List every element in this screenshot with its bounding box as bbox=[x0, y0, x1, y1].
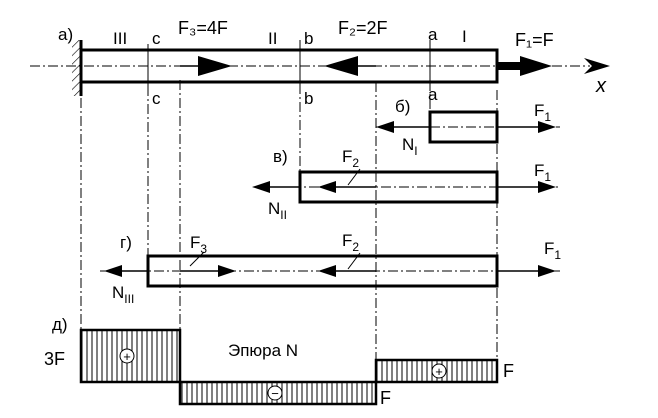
n3-arrow bbox=[104, 265, 122, 277]
section-c-bottom: c bbox=[152, 89, 161, 108]
f1-arrow bbox=[497, 56, 552, 76]
projection-lines bbox=[80, 45, 498, 360]
support-hatching bbox=[72, 40, 81, 96]
normal-force-diagram bbox=[79, 328, 499, 406]
f2-arrow bbox=[324, 56, 358, 76]
f2-label-g: F2 bbox=[342, 231, 359, 254]
panel-d-label: д) bbox=[52, 315, 68, 334]
n1-label: NI bbox=[402, 135, 418, 158]
segment-v bbox=[252, 168, 560, 204]
section-b-top: b bbox=[304, 29, 313, 48]
f1-label-g: F1 bbox=[544, 239, 561, 262]
plus-sign-2: + bbox=[435, 364, 443, 379]
panel-b-label: б) bbox=[395, 97, 410, 116]
f1-label-b: F1 bbox=[534, 101, 551, 124]
section-c-top: c bbox=[152, 29, 161, 48]
n3-label: NIII bbox=[112, 283, 134, 306]
segment-b bbox=[376, 110, 560, 144]
section-1-label: I bbox=[462, 27, 467, 46]
n1-arrow bbox=[376, 121, 394, 133]
f3-label: F₃=4F bbox=[178, 18, 228, 38]
section-a-bottom: a bbox=[428, 85, 438, 104]
f1-label-v: F1 bbox=[534, 161, 551, 184]
f2-label-v: F2 bbox=[342, 147, 359, 170]
section-b-bottom: b bbox=[304, 89, 313, 108]
value-f-right: F bbox=[503, 361, 514, 381]
panel-g-label: г) bbox=[120, 233, 132, 252]
f3-arrow-g bbox=[218, 265, 236, 277]
main-bar-group bbox=[30, 40, 610, 96]
f3-arrow bbox=[198, 56, 232, 76]
plus-sign-1: + bbox=[123, 349, 131, 364]
panel-v-label: в) bbox=[273, 147, 288, 166]
f2-arrow-v bbox=[318, 181, 336, 193]
f1-arrow-b bbox=[538, 121, 556, 133]
section-2-label: II bbox=[268, 29, 277, 48]
n2-label: NII bbox=[268, 199, 287, 222]
minus-sign: − bbox=[271, 386, 279, 401]
value-3f: 3F bbox=[44, 349, 65, 369]
segment-g bbox=[100, 251, 560, 288]
f1-label: F₁=F bbox=[515, 30, 554, 50]
x-axis-label: x bbox=[595, 75, 607, 97]
f3-label-g: F3 bbox=[190, 233, 207, 256]
n2-arrow bbox=[252, 181, 270, 193]
f2-arrow-g bbox=[318, 265, 336, 277]
value-f-bottom: F bbox=[380, 388, 391, 408]
f1-arrow-v bbox=[538, 181, 556, 193]
labels: а) III c F₃=4F II b F₂=2F a I F₁=F x c b… bbox=[44, 18, 607, 408]
section-a-top: a bbox=[428, 25, 438, 44]
panel-a-label: а) bbox=[58, 25, 73, 44]
f1-arrow-g bbox=[538, 265, 556, 277]
f2-label: F₂=2F bbox=[338, 18, 388, 38]
diagram-title: Эпюра N bbox=[228, 341, 298, 360]
x-axis-arrow bbox=[584, 58, 610, 74]
section-3-label: III bbox=[113, 29, 127, 48]
